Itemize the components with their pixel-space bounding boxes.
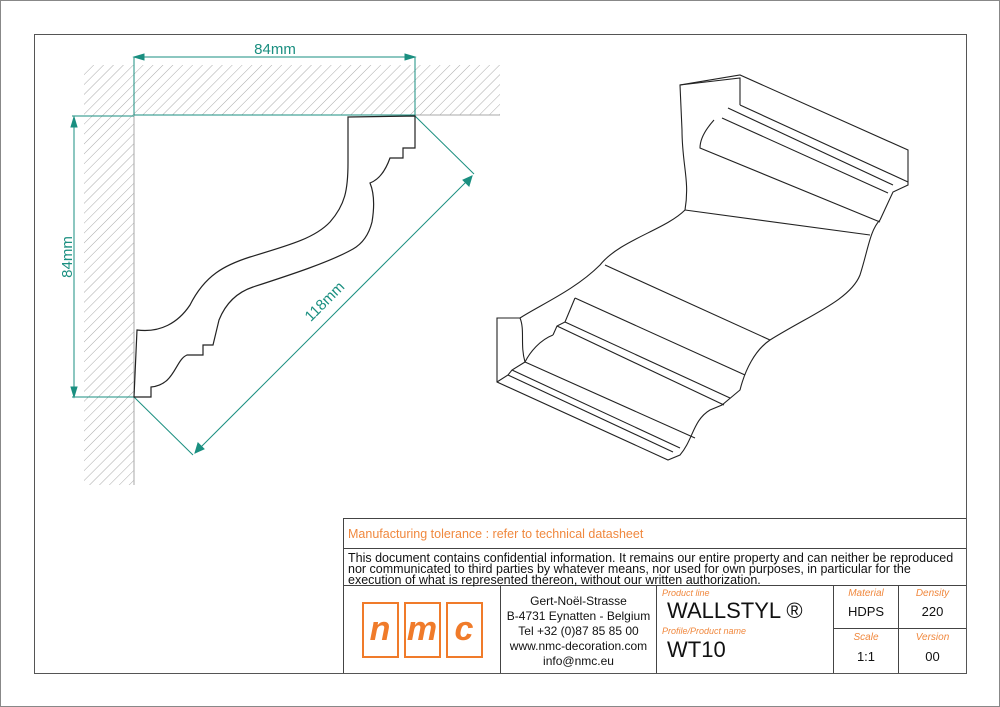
cornice-3d-view [496, 74, 909, 461]
company-logo-cell: n m c [344, 586, 501, 673]
version-value: 00 [925, 649, 940, 664]
title-block: Manufacturing tolerance : refer to techn… [343, 518, 966, 673]
confidentiality-notice: This document contains confidential info… [344, 550, 966, 586]
address-city: B-4731 Eynatten - Belgium [506, 609, 651, 623]
version-label: Version [915, 632, 950, 643]
cornice-profile-section [133, 115, 416, 398]
dimension-width: 84mm [254, 41, 296, 58]
density-cell: Density 220 [899, 586, 966, 629]
address-phone: Tel +32 (0)87 85 85 00 [518, 624, 639, 638]
ceiling-hatch [84, 65, 500, 115]
material-cell: Material HDPS [834, 586, 899, 629]
logo-letter: n [361, 601, 399, 658]
material-label: Material [848, 588, 884, 599]
logo-letter: m [403, 601, 441, 658]
logo-letter: c [445, 601, 483, 658]
profile-label: Profile/Product name [662, 626, 747, 636]
wall-hatch [84, 115, 134, 485]
scale-value: 1:1 [856, 649, 876, 664]
address-email[interactable]: info@nmc.eu [543, 654, 614, 668]
dimension-height: 84mm [59, 236, 76, 278]
material-value: HDPS [847, 604, 885, 619]
address-street: Gert-Noël-Strasse [530, 594, 627, 608]
dimension-lines [70, 53, 475, 456]
profile-value: WT10 [667, 637, 726, 662]
product-cell: Product line WALLSTYL ® Profile/Product … [656, 586, 834, 673]
scale-label: Scale [853, 632, 879, 643]
drawing-frame [34, 34, 967, 674]
density-label: Density [915, 588, 950, 599]
density-value: 220 [921, 604, 944, 619]
product-line-label: Product line [662, 588, 710, 598]
product-line-value: WALLSTYL ® [667, 598, 803, 623]
scale-cell: Scale 1:1 [834, 629, 899, 673]
dimension-diagonal: 118mm [302, 279, 349, 326]
tolerance-note: Manufacturing tolerance : refer to techn… [344, 519, 966, 549]
version-cell: Version 00 [899, 629, 966, 673]
company-address: Gert-Noël-Strasse B-4731 Eynatten - Belg… [501, 594, 656, 669]
nmc-logo: n m c [361, 601, 483, 658]
address-website[interactable]: www.nmc-decoration.com [509, 639, 648, 653]
